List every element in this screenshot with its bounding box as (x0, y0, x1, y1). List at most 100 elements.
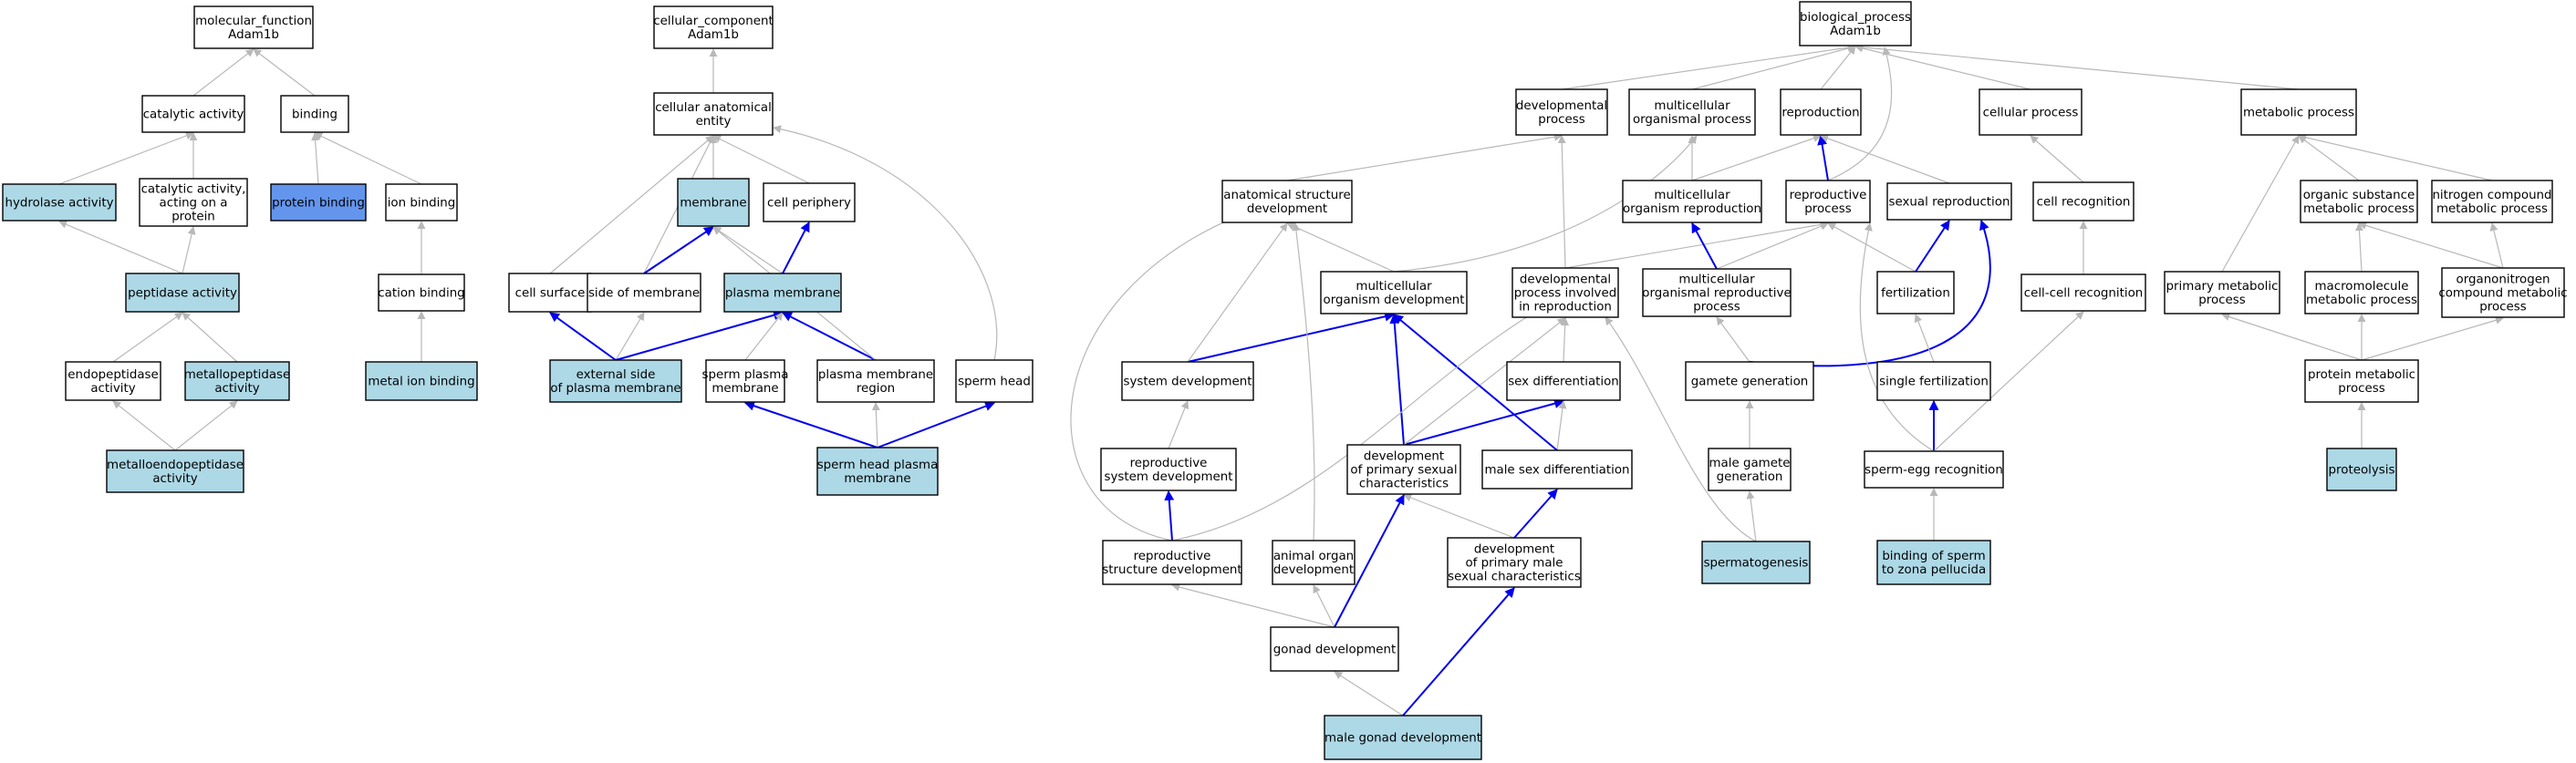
node-cell-periphery[interactable]: cell periphery (763, 182, 856, 222)
node-single-fertilization[interactable]: single fertilization (1876, 361, 1991, 401)
edge-development-primary-male-sexual-characteristics-to-development-primary-sexual-characteristics (1403, 493, 1515, 539)
node-label-line: endopeptidase (68, 368, 159, 382)
node-box (2240, 88, 2357, 136)
node-label-line: catalytic activity (143, 108, 244, 122)
node-gamete-generation[interactable]: gamete generation (1685, 361, 1814, 401)
node-male-sex-differentiation[interactable]: male sex differentiation (1481, 449, 1633, 490)
edge-male-gonad-development-to-gonad-development (1334, 671, 1404, 717)
node-catalytic-activity[interactable]: catalytic activity (141, 95, 245, 133)
node-proteolysis[interactable]: proteolysis (2326, 448, 2397, 491)
node-label: membrane (680, 197, 746, 211)
node-protein-binding[interactable]: protein binding (270, 183, 367, 222)
node-side-of-membrane[interactable]: side of membrane (587, 273, 701, 313)
node-label-line: anatomical structure (1223, 189, 1350, 202)
node-sperm-egg-recognition[interactable]: sperm-egg recognition (1864, 450, 2004, 489)
node-box (2300, 180, 2418, 223)
node-male-gonad-development[interactable]: male gonad development (1324, 715, 1482, 760)
node-reproduction[interactable]: reproduction (1780, 88, 1862, 136)
node-cell-cell-recognition[interactable]: cell-cell recognition (2020, 273, 2146, 312)
node-hydrolase-activity[interactable]: hydrolase activity (2, 183, 117, 222)
node-spermatogenesis[interactable]: spermatogenesis (1701, 541, 1811, 584)
node-sex-differentiation[interactable]: sex differentiation (1506, 361, 1621, 401)
node-cellular-process[interactable]: cellular process (1979, 88, 2083, 136)
node-sexual-reproduction[interactable]: sexual reproduction (1886, 182, 2012, 221)
node-system-development[interactable]: system development (1121, 361, 1254, 401)
node-label-line: activity (152, 472, 197, 486)
edge-plasma-membrane-to-cell-periphery (782, 222, 810, 274)
node-plasma-membrane[interactable]: plasma membrane (723, 273, 842, 313)
node-ion-binding[interactable]: ion binding (385, 183, 458, 222)
edge-reproductive-structure-development-to-reproductive-system-development (1164, 490, 1175, 541)
node-fertilization[interactable]: fertilization (1876, 271, 1955, 314)
node-metabolic-process[interactable]: metabolic process (2240, 88, 2357, 136)
node-binding[interactable]: binding (280, 95, 349, 133)
node-metal-ion-binding[interactable]: metal ion binding (365, 361, 478, 401)
edge-sperm-plasma-membrane-to-plasma-membrane (744, 312, 784, 361)
node-label-line: membrane (844, 472, 910, 486)
node-label: plasma membrane (725, 287, 840, 301)
node-box (2, 183, 117, 222)
node-label-line: sexual characteristics (1448, 571, 1581, 584)
node-label-line: Adam1b (1830, 25, 1881, 38)
node-cell-surface[interactable]: cell surface (508, 273, 592, 313)
node-cell-recognition[interactable]: cell recognition (2032, 181, 2135, 222)
node-label-line: organismal process (1633, 113, 1751, 127)
node-peptidase-activity[interactable]: peptidase activity (125, 273, 240, 313)
node-gonad-development[interactable]: gonad development (1270, 626, 1399, 672)
node-label-line: nitrogen compound (2432, 189, 2551, 202)
node-cation-binding[interactable]: cation binding (378, 273, 465, 312)
node-box (1799, 1, 1912, 46)
edge-metabolic-process-to-biological-process (1854, 43, 2300, 90)
node-label-line: in reproduction (1519, 301, 1612, 314)
node-box (2164, 271, 2280, 314)
node-label-line: reproduction (1781, 107, 1859, 120)
node-box (1102, 540, 1242, 585)
node-membrane[interactable]: membrane (677, 178, 750, 227)
node-sperm-head[interactable]: sperm head (955, 359, 1034, 403)
edge-cellular-process-to-biological-process (1854, 44, 2031, 90)
node-label: sperm-egg recognition (1864, 464, 2003, 478)
node-label: cation binding (378, 287, 464, 301)
node-box (1324, 715, 1482, 760)
edge-cell-periphery-to-cellular-anatomical-entity (712, 135, 810, 184)
node-label-line: cell-cell recognition (2024, 287, 2144, 301)
